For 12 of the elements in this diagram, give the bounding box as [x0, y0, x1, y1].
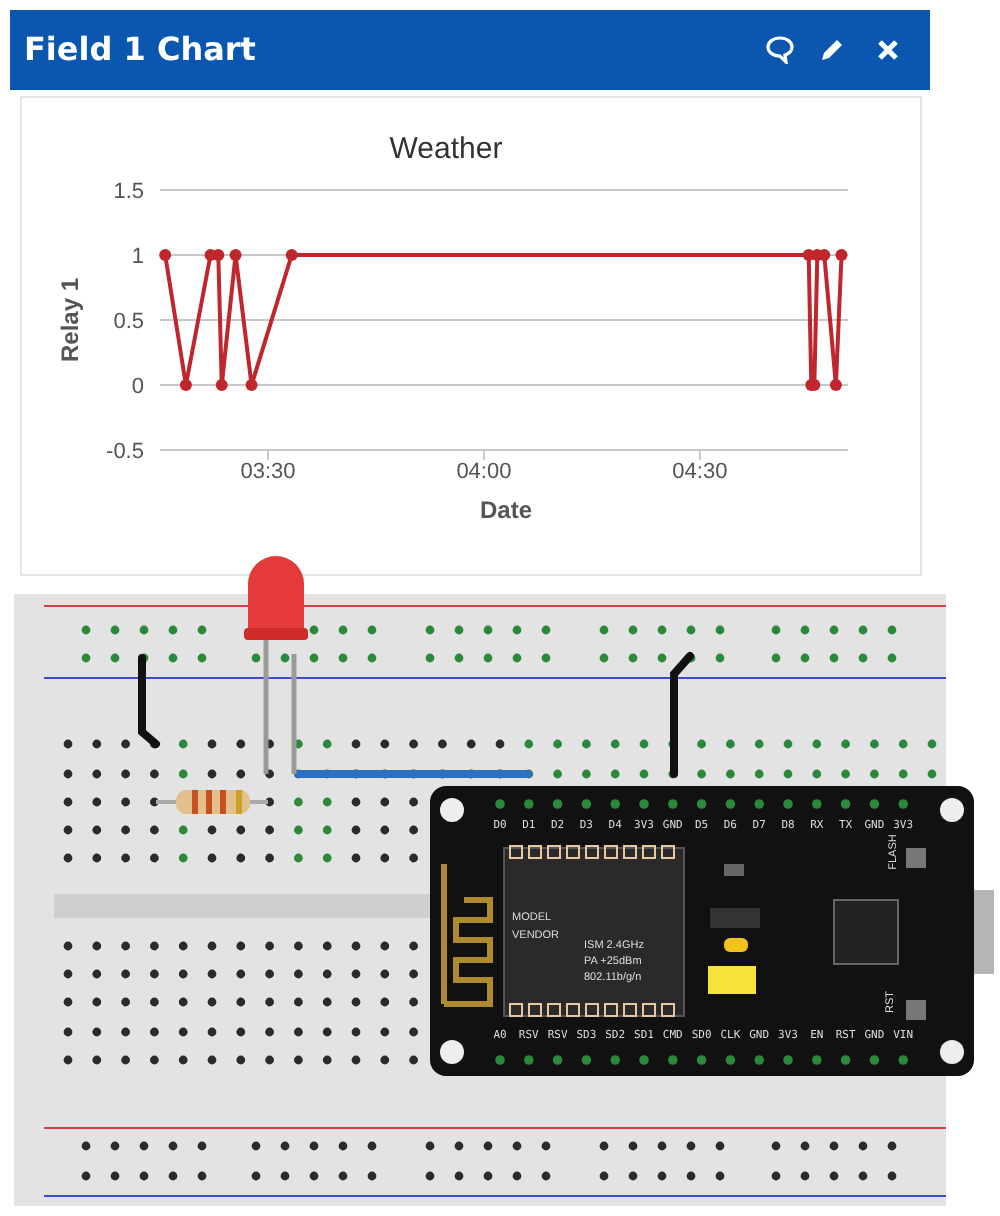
chart-title: Weather: [389, 132, 503, 166]
panel-title: Field 1 Chart: [24, 30, 256, 68]
x-tick-label: 04:00: [456, 460, 512, 484]
y-tick-label: -0.5: [106, 440, 144, 464]
y-axis-title: Relay 1: [56, 277, 84, 363]
y-tick-label: 1.5: [113, 180, 144, 204]
y-tick-label: 1: [131, 245, 144, 269]
x-tick-label: 04:30: [672, 460, 728, 484]
y-tick-label: 0.5: [113, 310, 144, 334]
y-tick-label: 0: [131, 375, 144, 399]
x-tick-label: 03:30: [240, 460, 296, 484]
x-axis-title: Date: [480, 496, 532, 524]
